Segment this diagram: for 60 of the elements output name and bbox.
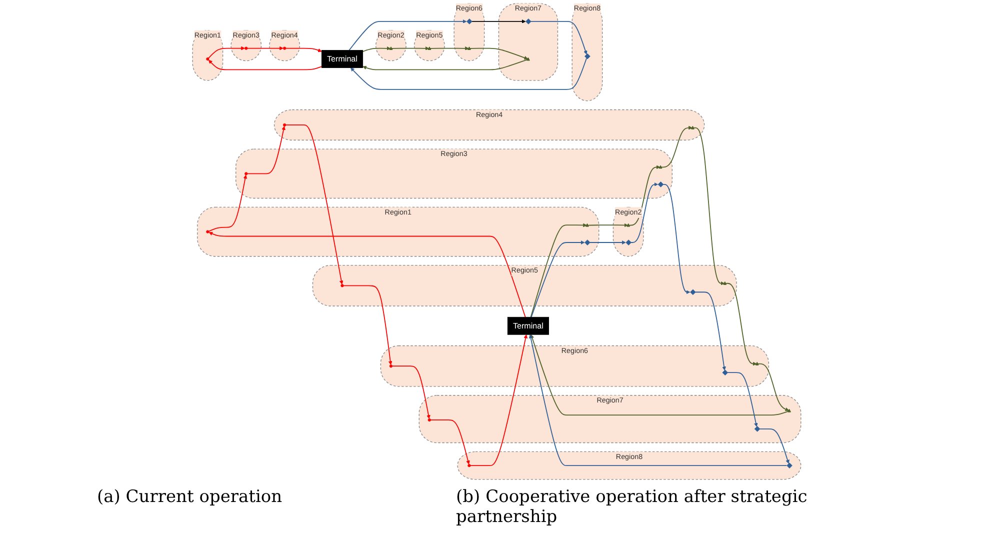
node-box: [507, 316, 549, 335]
node-box: [321, 50, 363, 68]
arrow: [759, 428, 790, 464]
node-circle: [340, 284, 344, 288]
arrow: [362, 46, 390, 52]
node-diamond: [525, 18, 532, 24]
arrow: [692, 127, 724, 286]
arrow: [530, 21, 588, 54]
arrow: [662, 184, 690, 294]
arrow: [530, 240, 584, 318]
arrow: [285, 48, 322, 52]
node-diamond: [658, 182, 664, 188]
arrow: [430, 420, 470, 464]
node-circle: [244, 172, 248, 176]
node-diamond: [754, 426, 760, 432]
node-diamond: [584, 240, 590, 246]
node-circle: [282, 123, 286, 126]
node-circle: [467, 464, 471, 468]
arrow: [471, 20, 526, 24]
arrow: [694, 292, 726, 370]
node-circle: [206, 57, 210, 61]
node-circle: [206, 230, 210, 234]
panel-caption: (b) Cooperative operation after strategic partnership: [456, 487, 808, 527]
arrow: [208, 174, 247, 232]
arrow: [589, 240, 626, 244]
arrow: [392, 366, 430, 419]
arrow: [208, 232, 526, 318]
arrow: [660, 126, 692, 168]
node-diamond: [584, 53, 590, 60]
arrow: [246, 126, 286, 174]
arrow: [757, 363, 789, 412]
arrow: [391, 46, 429, 50]
arrow: [348, 20, 466, 51]
arrow: [470, 334, 528, 466]
arrow: [246, 46, 284, 50]
arrow: [587, 223, 628, 228]
node-diamond: [690, 289, 696, 296]
arrow: [362, 59, 528, 70]
arrow: [208, 46, 245, 58]
arrow: [630, 182, 658, 243]
arrow: [726, 372, 758, 427]
arrow: [430, 46, 469, 50]
arrow: [469, 48, 528, 60]
node-circle: [389, 364, 392, 368]
arrow: [285, 124, 344, 284]
arrow: [342, 285, 392, 365]
node-diamond: [786, 462, 792, 468]
arrow: [208, 60, 322, 70]
arrow: [528, 334, 787, 466]
node-diamond: [466, 18, 472, 24]
node-circle: [244, 46, 248, 50]
node-circle: [282, 46, 286, 50]
arrow: [350, 58, 587, 90]
arrow: [530, 334, 789, 416]
node-circle: [428, 418, 431, 422]
panel-caption: (a) Current operation: [96, 487, 282, 509]
arrow: [530, 223, 587, 318]
arrow: [725, 282, 757, 366]
node-diamond: [625, 240, 632, 246]
node-diamond: [722, 370, 728, 376]
